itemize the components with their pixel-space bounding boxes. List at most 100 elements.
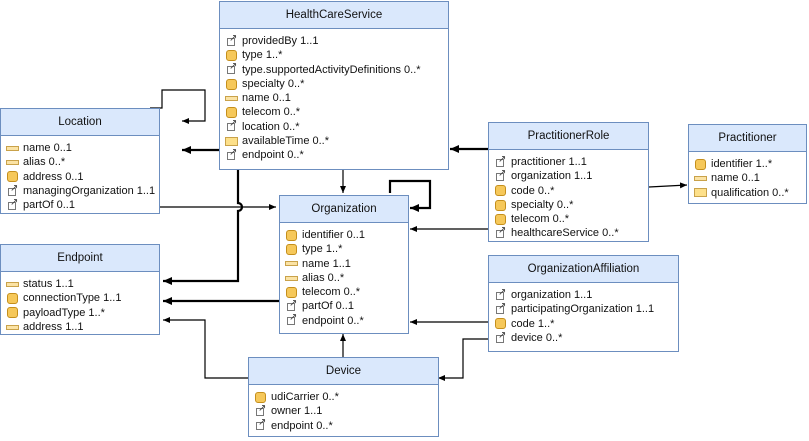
attribute-label: code 0..*	[511, 184, 555, 197]
attribute-label: specialty 0..*	[511, 198, 574, 211]
attribute-row: endpoint 0..*	[254, 416, 438, 433]
attribute-row: name 0..1	[225, 91, 448, 105]
attribute-row: participatingOrganization 1..1	[494, 300, 678, 316]
attribute-row: providedBy 1..1	[225, 32, 448, 48]
attribute-list: name 0..1 alias 0..*address 0..1managingO…	[1, 136, 159, 212]
attribute-row: identifier 0..1	[285, 228, 408, 242]
attribute-row: code 0..*	[494, 184, 648, 198]
attribute-label: name 0..1	[23, 142, 72, 154]
location-class[interactable]: Location name 0..1 alias 0..*address 0..1…	[0, 108, 160, 214]
attribute-label: partOf 0..1	[302, 300, 354, 313]
attribute-label: endpoint 0..*	[302, 314, 364, 327]
class-title: Practitioner	[689, 125, 806, 152]
reference-icon	[494, 329, 507, 344]
attribute-row: address 1..1	[6, 320, 159, 334]
class-title: Device	[249, 358, 438, 385]
attribute-label: type.supportedActivityDefinitions 0..*	[242, 63, 421, 76]
attribute-label: identifier 1..*	[711, 158, 773, 170]
attribute-row: endpoint 0..*	[225, 146, 448, 162]
element-icon	[694, 187, 707, 198]
attribute-label: type 1..*	[242, 49, 283, 62]
device-class[interactable]: Device udiCarrier 0..*owner 1..1endpoint…	[248, 357, 439, 437]
attribute-row: endpoint 0..*	[285, 311, 408, 328]
class-title: Location	[1, 109, 159, 136]
attribute-label: address 1..1	[23, 320, 84, 333]
attribute-row: practitioner 1..1	[494, 153, 648, 169]
reference-icon	[494, 300, 507, 315]
attribute-label: organization 1..1	[511, 170, 593, 183]
edge-organization-partof-self	[388, 179, 432, 212]
primitive-icon	[6, 143, 19, 154]
attribute-row: specialty 0..*	[225, 77, 448, 91]
edge-practitionerrole-practitioner	[648, 182, 688, 189]
complex-type-icon	[225, 78, 238, 90]
class-title: PractitionerRole	[489, 123, 648, 150]
attribute-label: endpoint 0..*	[271, 419, 333, 432]
reference-icon	[494, 167, 507, 182]
complex-type-icon	[285, 243, 298, 255]
organizationaffiliation-class[interactable]: OrganizationAffiliation organization 1..…	[488, 255, 679, 352]
attribute-label: telecom 0..*	[302, 286, 361, 299]
primitive-icon	[285, 273, 298, 284]
primitive-icon	[285, 258, 298, 269]
attribute-row: address 0..1	[6, 170, 159, 184]
attribute-label: name 0..1	[711, 172, 760, 185]
practitionerrole-class[interactable]: PractitionerRole practitioner 1..1organi…	[488, 122, 649, 242]
attribute-row: payloadType 1..*	[6, 306, 159, 320]
attribute-label: partOf 0..1	[23, 199, 75, 212]
attribute-row: alias 0..*	[6, 155, 159, 169]
edge-orgaffiliation-device	[438, 338, 488, 381]
attribute-label: telecom 0..*	[511, 213, 570, 226]
complex-type-icon	[285, 229, 298, 241]
attribute-label: location 0..*	[242, 120, 300, 133]
primitive-icon	[6, 279, 19, 290]
attribute-label: address 0..1	[23, 170, 84, 183]
attribute-row: partOf 0..1	[285, 297, 408, 313]
attribute-label: payloadType 1..*	[23, 306, 105, 319]
class-title: OrganizationAffiliation	[489, 256, 678, 283]
reference-icon	[254, 416, 267, 431]
attribute-row: qualification 0..*	[694, 186, 806, 200]
attribute-row: healthcareService 0..*	[494, 224, 648, 240]
attribute-row: type.supportedActivityDefinitions 0..*	[225, 60, 448, 77]
attribute-row: telecom 0..*	[494, 212, 648, 226]
attribute-row: device 0..*	[494, 329, 678, 345]
attribute-row: owner 1..1	[254, 402, 438, 418]
attribute-row: organization 1..1	[494, 167, 648, 183]
attribute-label: alias 0..*	[302, 271, 345, 284]
attribute-list: providedBy 1..1 type 1..*type.supportedAc…	[220, 29, 448, 163]
attribute-row: status 1..1	[6, 277, 159, 291]
reference-icon	[494, 224, 507, 239]
class-title: HealthCareService	[220, 2, 448, 29]
attribute-row: partOf 0..1	[6, 196, 159, 212]
complex-type-icon	[694, 158, 707, 170]
attribute-label: code 1..*	[511, 317, 555, 330]
attribute-label: connectionType 1..1	[23, 292, 122, 305]
attribute-label: providedBy 1..1	[242, 35, 319, 47]
attribute-row: managingOrganization 1..1	[6, 182, 159, 198]
attribute-label: alias 0..*	[23, 156, 66, 169]
attribute-label: specialty 0..*	[242, 77, 305, 90]
edge-device-endpoint	[163, 317, 248, 379]
primitive-icon	[6, 157, 19, 168]
attribute-label: telecom 0..*	[242, 106, 301, 119]
attribute-list: udiCarrier 0..*owner 1..1endpoint 0..*	[249, 385, 438, 433]
attribute-label: healthcareService 0..*	[511, 227, 619, 240]
attribute-label: type 1..*	[302, 243, 343, 256]
healthcareservice-class[interactable]: HealthCareService providedBy 1..1 type 1.…	[219, 1, 449, 170]
primitive-icon	[694, 173, 707, 184]
reference-icon	[225, 117, 238, 132]
attribute-row: availableTime 0..*	[225, 134, 448, 148]
attribute-row: organization 1..1	[494, 286, 678, 302]
attribute-row: telecom 0..*	[225, 105, 448, 119]
attribute-row: specialty 0..*	[494, 198, 648, 212]
attribute-label: endpoint 0..*	[242, 149, 304, 162]
complex-type-icon	[494, 185, 507, 197]
reference-icon	[225, 146, 238, 161]
attribute-row: type 1..*	[225, 48, 448, 62]
